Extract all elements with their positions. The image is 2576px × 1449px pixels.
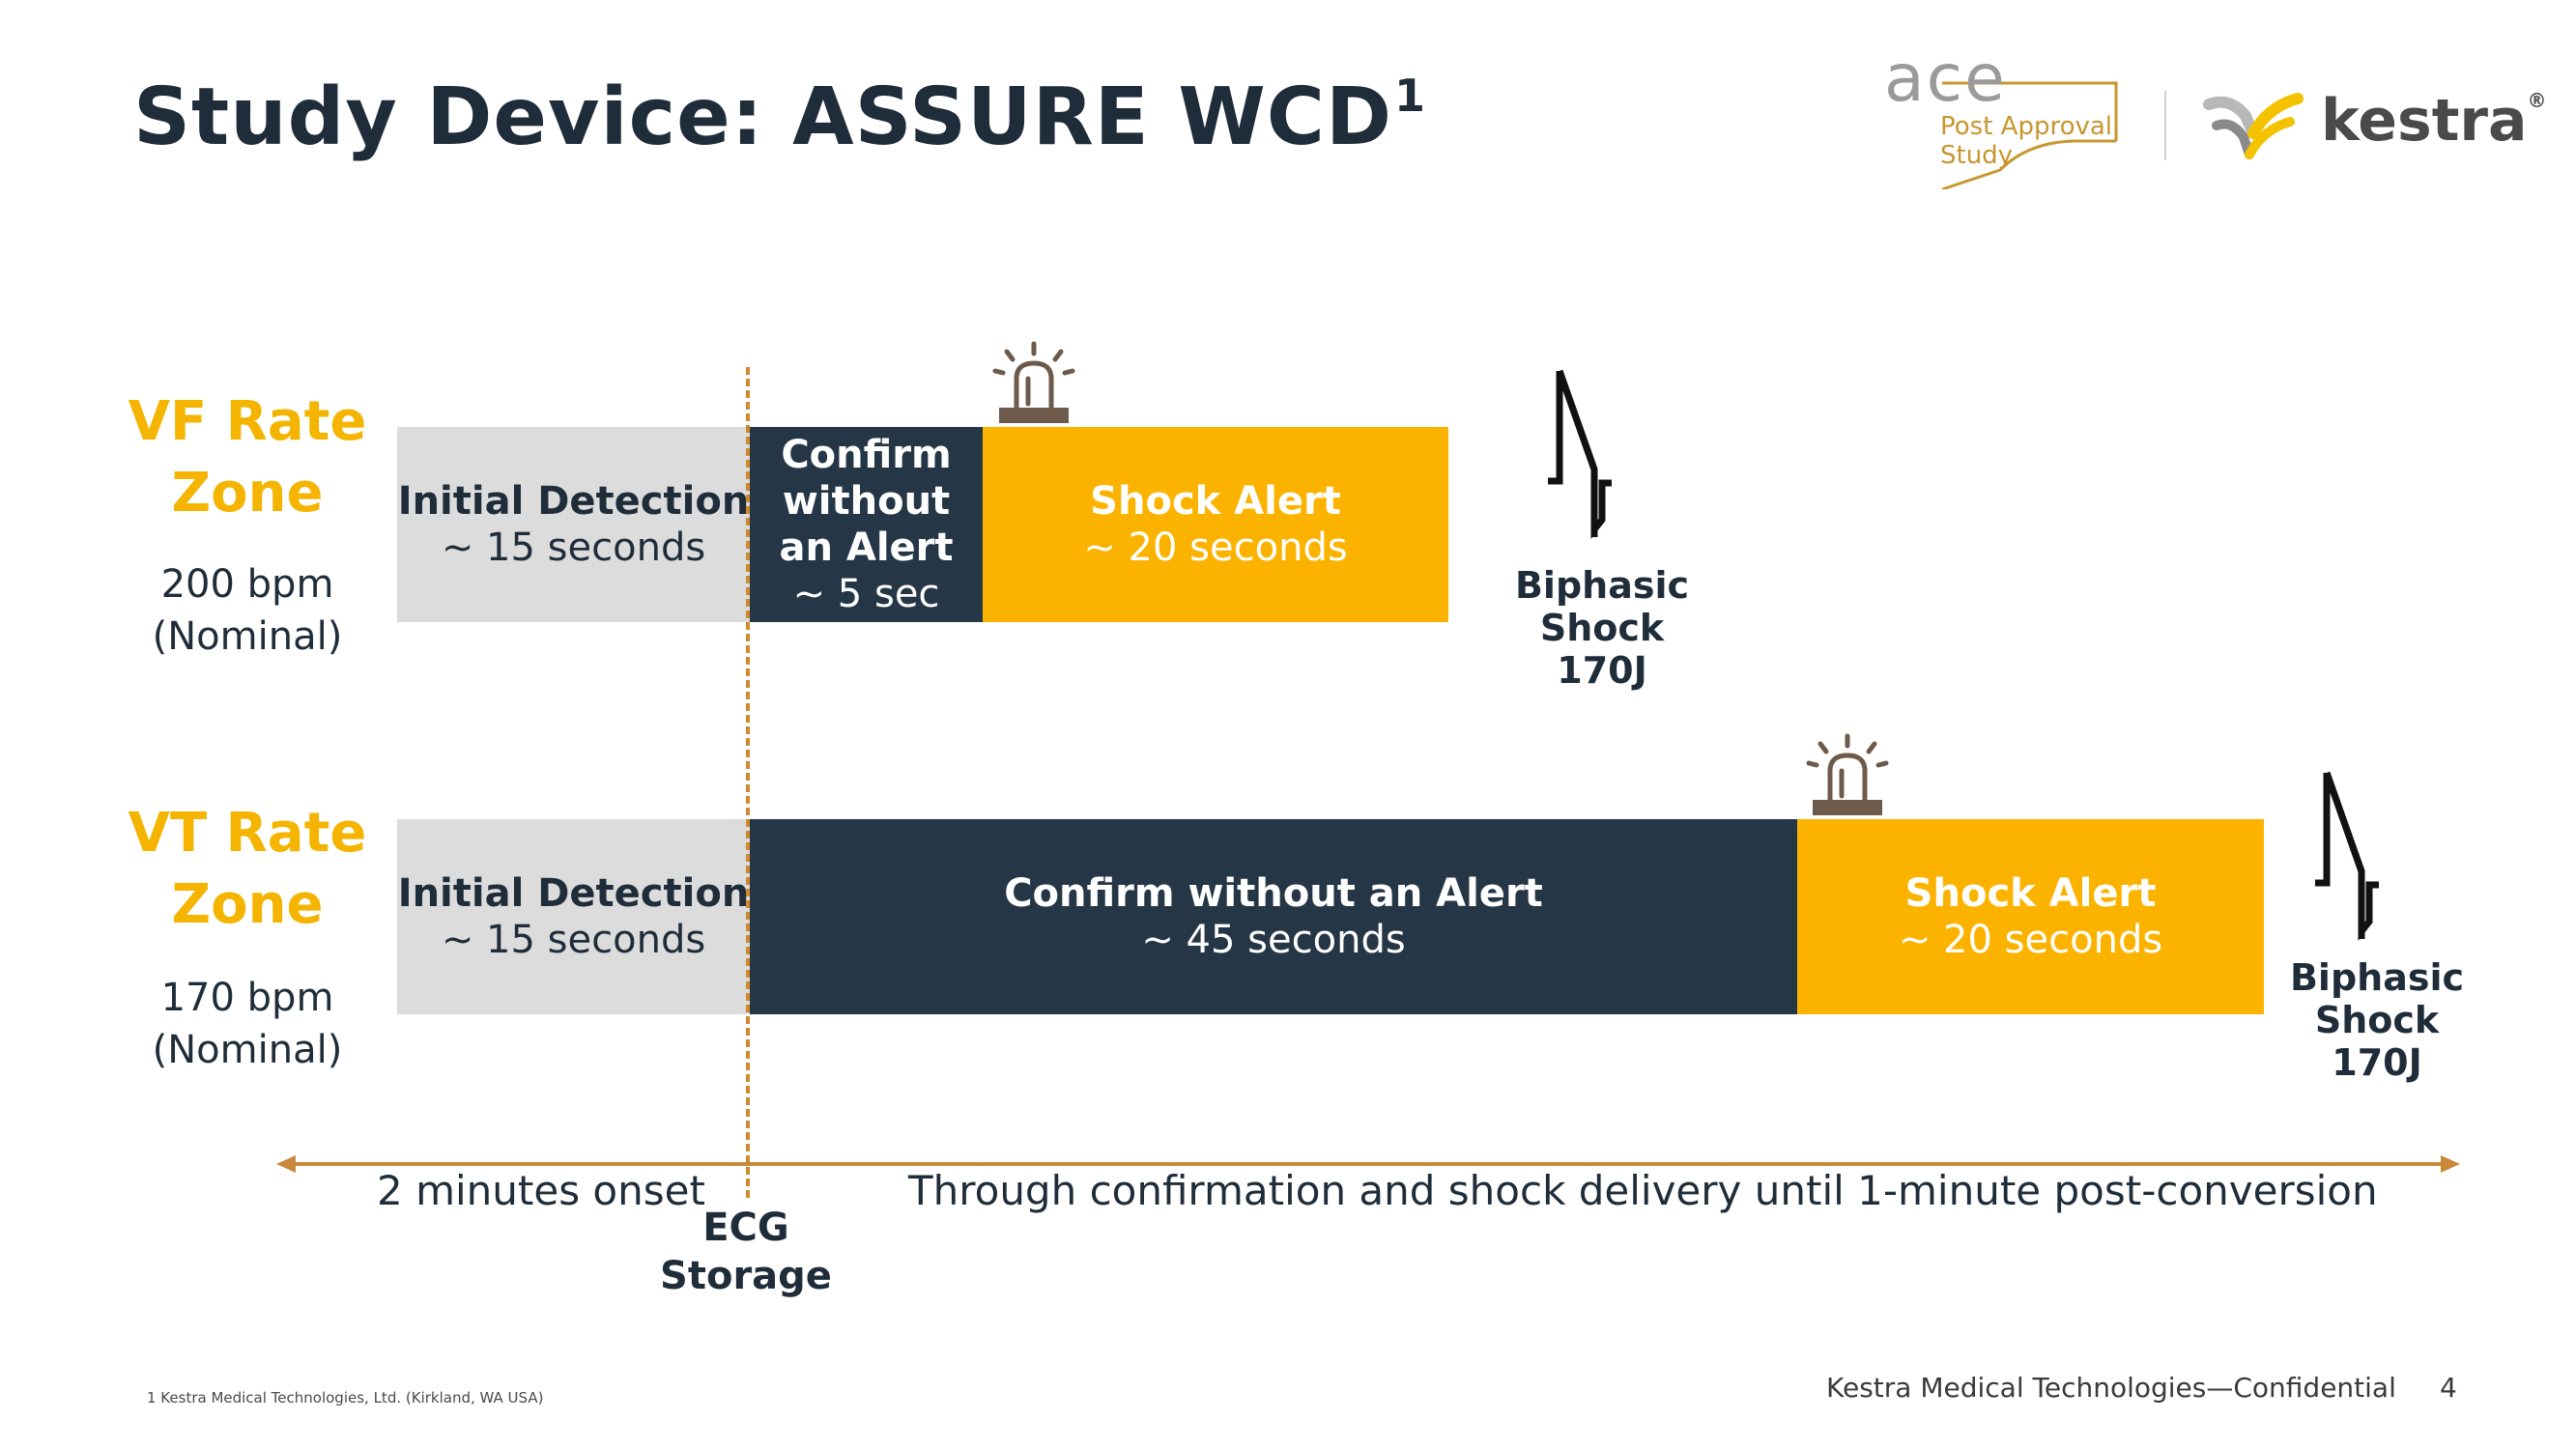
- kestra-word-text: kestra: [2321, 87, 2528, 155]
- vf-confirm-sub: ~ 5 sec: [792, 572, 940, 616]
- siren-icon: [992, 341, 1075, 423]
- vt-zone-label: VT Rate Zone: [122, 798, 373, 941]
- timeline-arrow: [276, 1155, 2460, 1173]
- vf-confirm-line3: an Alert: [779, 526, 954, 570]
- vt-shock-title: Shock Alert: [1904, 871, 2157, 916]
- vf-zone-line2: Zone: [171, 462, 324, 525]
- kestra-word: kestra®: [2321, 87, 2546, 155]
- siren-icon: [1806, 733, 1889, 815]
- timeline-right-text: Through confirmation and shock delivery …: [908, 1167, 2378, 1214]
- vt-zone-line2: Zone: [171, 873, 324, 936]
- ace-line2: Study: [1940, 141, 2014, 170]
- vf-zone-label: VF Rate Zone: [122, 386, 373, 529]
- ace-line1: Post Approval: [1940, 112, 2113, 141]
- vf-bpm-value: 200 bpm: [160, 562, 334, 607]
- vt-confirm-title: Confirm without an Alert: [1004, 871, 1543, 916]
- title-text: Study Device: ASSURE WCD: [133, 71, 1393, 163]
- vf-biphasic-line2: Shock: [1539, 607, 1665, 649]
- ace-logo: ace Post Approval Study: [1884, 41, 2135, 191]
- kestra-registered: ®: [2527, 89, 2547, 112]
- vt-shock-sub: ~ 20 seconds: [1898, 918, 2163, 962]
- kestra-logo: kestra®: [2203, 83, 2546, 170]
- footnote: 1 Kestra Medical Technologies, Ltd. (Kir…: [147, 1389, 544, 1406]
- ace-word: ace: [1884, 41, 2007, 117]
- vt-biphasic-line2: Shock: [2314, 999, 2440, 1041]
- ace-logo-graphic: [1941, 81, 2118, 191]
- vt-initial-title: Initial Detection: [397, 871, 750, 916]
- vt-initial-sub: ~ 15 seconds: [441, 918, 706, 962]
- vf-biphasic-label: Biphasic Shock 170J: [1496, 564, 1708, 692]
- confidential-notice: Kestra Medical Technologies—Confidential: [1826, 1372, 2396, 1404]
- kestra-mark-icon: [2203, 93, 2304, 159]
- ecg-line1: ECG: [702, 1206, 789, 1250]
- page-number: 4: [2440, 1372, 2457, 1404]
- shock-zigzag-icon: [1548, 369, 1612, 539]
- vt-initial-detection: Initial Detection ~ 15 seconds: [397, 819, 750, 1014]
- vf-initial-sub: ~ 15 seconds: [441, 526, 706, 570]
- vf-bpm: 200 bpm (Nominal): [122, 558, 373, 663]
- vf-initial-title: Initial Detection: [397, 479, 750, 524]
- vt-biphasic-line3: 170J: [2332, 1041, 2422, 1084]
- vf-shock-alert: Shock Alert ~ 20 seconds: [983, 427, 1448, 622]
- vt-shock-alert: Shock Alert ~ 20 seconds: [1797, 819, 2264, 1014]
- vt-bpm: 170 bpm (Nominal): [122, 972, 373, 1076]
- timeline-left-text: 2 minutes onset: [377, 1167, 705, 1214]
- vt-confirm: Confirm without an Alert ~ 45 seconds: [750, 819, 1797, 1014]
- page-title: Study Device: ASSURE WCD1: [133, 70, 1426, 163]
- vf-shock-sub: ~ 20 seconds: [1083, 526, 1348, 570]
- ecg-storage-label: ECG Storage: [630, 1204, 862, 1300]
- vt-bpm-value: 170 bpm: [160, 976, 334, 1020]
- title-superscript: 1: [1394, 70, 1427, 122]
- logo-divider: [2164, 91, 2166, 160]
- shock-zigzag-icon: [2315, 771, 2379, 941]
- vt-nominal: (Nominal): [152, 1028, 343, 1072]
- vf-confirm-line1: Confirm: [781, 433, 952, 477]
- vf-biphasic-line3: 170J: [1557, 649, 1647, 692]
- vf-biphasic-line1: Biphasic: [1514, 564, 1690, 607]
- vf-initial-detection: Initial Detection ~ 15 seconds: [397, 427, 750, 622]
- vt-biphasic-label: Biphasic Shock 170J: [2271, 956, 2483, 1084]
- ecg-storage-divider: [746, 367, 750, 1198]
- vf-nominal: (Nominal): [152, 614, 343, 659]
- ecg-line2: Storage: [660, 1254, 832, 1298]
- vf-confirm-line2: without: [782, 479, 951, 524]
- vt-confirm-sub: ~ 45 seconds: [1141, 918, 1406, 962]
- vf-shock-title: Shock Alert: [1090, 479, 1341, 524]
- vf-zone-line1: VF Rate: [128, 390, 367, 453]
- vt-zone-line1: VT Rate: [128, 802, 367, 865]
- vf-confirm: Confirm without an Alert ~ 5 sec: [750, 427, 983, 622]
- vt-biphasic-line1: Biphasic: [2289, 956, 2465, 999]
